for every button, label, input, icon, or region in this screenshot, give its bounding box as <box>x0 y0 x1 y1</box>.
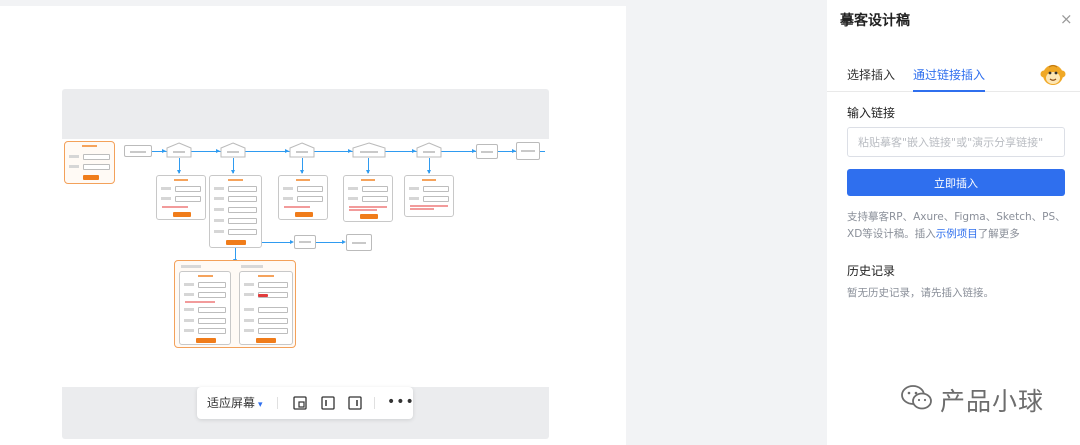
divider <box>374 397 375 409</box>
close-icon[interactable]: × <box>1060 10 1073 28</box>
flow-node <box>124 145 152 157</box>
history-title: 历史记录 <box>847 264 896 278</box>
support-tail: 了解更多 <box>977 228 1020 240</box>
document-page: 适应屏幕▾ ••• <box>0 6 626 445</box>
fit-screen-dropdown[interactable]: 适应屏幕▾ <box>207 387 263 419</box>
flow-card <box>179 271 231 345</box>
flow-node <box>294 235 316 249</box>
flow-decision <box>166 142 192 158</box>
tab-link-insert[interactable]: 通过链接插入 <box>913 66 986 92</box>
flow-decision <box>352 142 386 158</box>
flow-card <box>278 175 328 220</box>
support-note: 支持摹客RP、Axure、Figma、Sketch、PS、XD等设计稿。插入示例… <box>847 209 1069 243</box>
flow-node <box>346 234 372 251</box>
flowchart-canvas[interactable] <box>62 139 549 387</box>
flow-decision <box>220 142 246 158</box>
chevron-down-icon: ▾ <box>258 400 263 410</box>
design-insert-panel: 摹客设计稿 × 选择插入 通过链接插入 输入链接 立即插入 支持摹客RP、Axu… <box>827 0 1080 445</box>
link-input-label: 输入链接 <box>847 106 896 120</box>
panel-tabs: 选择插入 通过链接插入 <box>827 62 1080 92</box>
wechat-icon <box>900 384 934 412</box>
preview-toolbar: 适应屏幕▾ ••• <box>197 387 415 419</box>
watermark-text: 产品小球 <box>940 387 1045 416</box>
flow-decision <box>289 142 315 158</box>
link-input[interactable] <box>847 127 1065 157</box>
align-left-icon[interactable] <box>320 395 336 411</box>
align-right-icon[interactable] <box>347 395 363 411</box>
history-empty-text: 暂无历史记录，请先插入链接。 <box>847 287 994 299</box>
flow-card <box>404 175 454 217</box>
flow-card <box>239 271 293 345</box>
flow-decision <box>416 142 442 158</box>
flow-group <box>174 260 296 348</box>
flow-card <box>64 141 115 184</box>
frame-icon[interactable] <box>292 395 308 411</box>
divider <box>277 397 278 409</box>
flow-card <box>156 175 206 220</box>
flow-node <box>476 144 498 159</box>
insert-now-button[interactable]: 立即插入 <box>847 169 1065 196</box>
fit-screen-label: 适应屏幕 <box>207 396 256 410</box>
more-icon[interactable]: ••• <box>387 394 415 410</box>
embedded-design-preview[interactable] <box>62 89 549 439</box>
flow-node <box>516 142 540 160</box>
watermark: 产品小球 <box>900 380 1050 416</box>
flow-card <box>209 175 262 248</box>
panel-title: 摹客设计稿 <box>840 13 910 29</box>
example-project-link[interactable]: 示例项目 <box>935 228 978 240</box>
flow-card <box>343 175 393 222</box>
support-text: 支持摹客RP、Axure、Figma、Sketch、PS、XD等设计稿。插入 <box>847 211 1066 240</box>
tab-select-insert[interactable]: 选择插入 <box>847 68 896 82</box>
monkey-mascot-icon <box>1040 62 1066 88</box>
